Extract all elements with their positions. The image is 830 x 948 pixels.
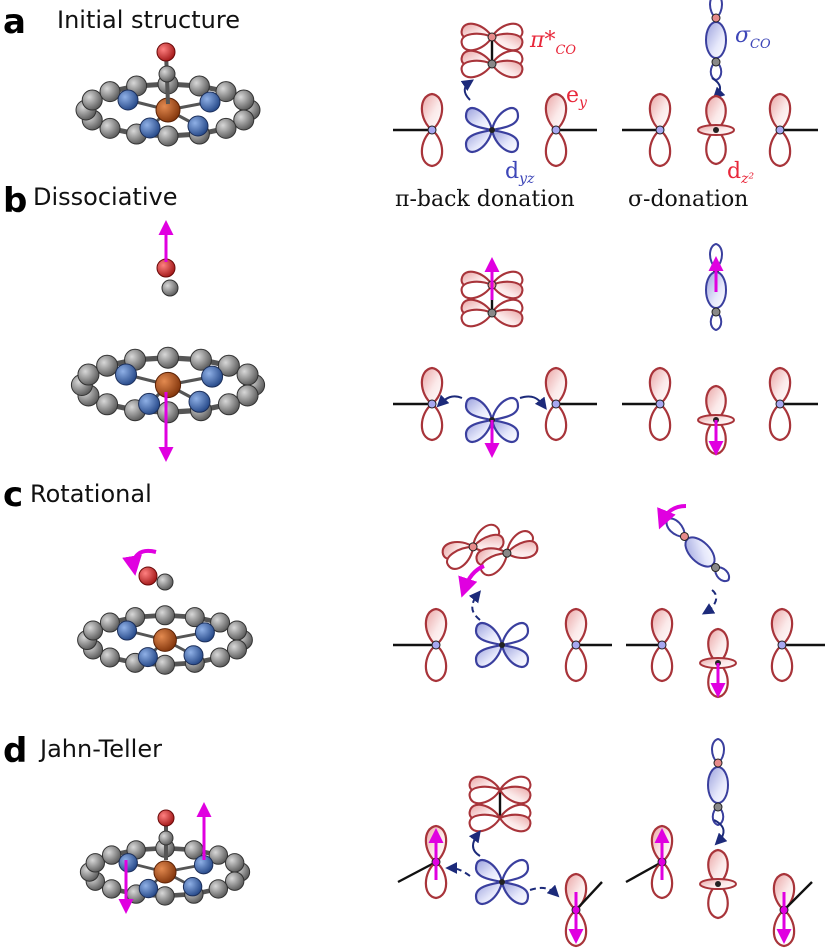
dyz-label: dyz: [505, 159, 535, 187]
carbon-atom: [236, 363, 259, 386]
nitrogen-atom: [115, 363, 137, 386]
nitrogen-atom: [187, 115, 209, 137]
sigma-donation-caption: σ-donation: [628, 187, 748, 212]
carbon-atom: [157, 346, 179, 369]
nitrogen-atom: [118, 853, 138, 873]
molecule-models: [70, 42, 266, 914]
carbon-atom: [99, 117, 121, 139]
carbon-atom: [96, 393, 119, 416]
carbon-atom: [99, 647, 120, 668]
nitrogen-atom: [199, 91, 221, 113]
pi-back-donation-caption: π-back donation: [395, 187, 575, 212]
carbon-atom: [101, 845, 122, 865]
oxygen-atom: [138, 566, 158, 586]
iron-atom: [153, 628, 177, 652]
dz2-label: dz²: [727, 159, 754, 187]
carbon-atom: [233, 109, 255, 131]
panel-b-letter: b: [3, 181, 27, 221]
carbon-atom: [99, 612, 120, 633]
panel-b-orbitals: [393, 243, 818, 458]
carbon-atom: [77, 363, 100, 386]
carbon-atom: [226, 620, 247, 641]
carbon-atom: [210, 647, 231, 668]
nitrogen-atom: [117, 89, 139, 111]
backdonation-arrow: [460, 79, 474, 101]
carbon-atom: [226, 639, 247, 660]
panel-d-letter: d: [3, 731, 27, 771]
carbon-atom: [236, 384, 259, 407]
nitrogen-atom: [137, 647, 158, 668]
iron-atom: [153, 860, 177, 884]
sigma-co-label: σCO: [735, 23, 771, 52]
rotation-arrow: [122, 549, 157, 576]
panel-d-orbitals: [397, 738, 813, 948]
panel-a-orbitals: π*CO σCO ey dyz dz² π-back donation σ-do…: [393, 0, 818, 212]
carbon-atom: [184, 607, 205, 628]
ey-label: ey: [566, 83, 588, 111]
carbon-atom: [217, 393, 240, 416]
carbon-atom: [208, 879, 229, 899]
nitrogen-atom: [182, 877, 203, 897]
nitrogen-atom: [117, 620, 137, 641]
oxygen-atom: [156, 42, 176, 62]
nitrogen-atom: [194, 622, 215, 643]
panel-b-title: Dissociative: [33, 183, 177, 211]
sigma-co-orbital: [705, 0, 727, 81]
carbon-atom: [189, 348, 212, 371]
iron-atom: [154, 371, 182, 399]
carbon-atom: [155, 605, 175, 626]
carbon-atom: [224, 871, 245, 891]
panel-a-title: Initial structure: [57, 6, 240, 34]
carbon-atom: [224, 853, 245, 873]
carbon-atom: [215, 117, 237, 139]
carbon-atom: [161, 279, 179, 297]
carbon-atom: [157, 401, 179, 424]
carbon-atom: [155, 886, 175, 906]
panel-a-letter: a: [3, 2, 26, 42]
carbon-atom: [210, 612, 231, 633]
carbon-atom: [96, 354, 119, 377]
carbon-atom: [188, 75, 210, 97]
carbon-atom: [156, 573, 174, 591]
carbon-atom: [155, 654, 175, 675]
panel-c-title: Rotational: [30, 480, 152, 508]
carbon-atom: [101, 879, 122, 899]
pi-star-label: π*CO: [529, 28, 576, 58]
sigma-donation-arrow: [711, 77, 726, 100]
panel-d-title: Jahn-Teller: [38, 735, 162, 763]
pi-star-co-orbital: [460, 22, 524, 79]
nitrogen-atom: [138, 878, 159, 899]
oxygen-atom: [157, 809, 175, 827]
carbon-atom: [158, 65, 176, 83]
carbon-atom: [217, 354, 240, 377]
nitrogen-atom: [188, 390, 211, 413]
carbon-atom: [85, 853, 106, 873]
carbon-atom: [157, 125, 179, 147]
carbon-atom: [158, 830, 174, 846]
panel-c-letter: c: [3, 475, 23, 515]
carbon-atom: [233, 89, 255, 111]
nitrogen-atom: [138, 392, 161, 415]
nitrogen-atom: [201, 365, 224, 388]
nitrogen-atom: [183, 645, 204, 666]
carbon-atom: [83, 620, 104, 641]
carbon-atom: [208, 845, 229, 865]
carbon-atom: [81, 89, 103, 111]
carbon-atom: [99, 81, 121, 103]
carbon-atom: [215, 81, 237, 103]
panel-c-orbitals: [393, 504, 825, 699]
nitrogen-atom: [139, 117, 161, 139]
